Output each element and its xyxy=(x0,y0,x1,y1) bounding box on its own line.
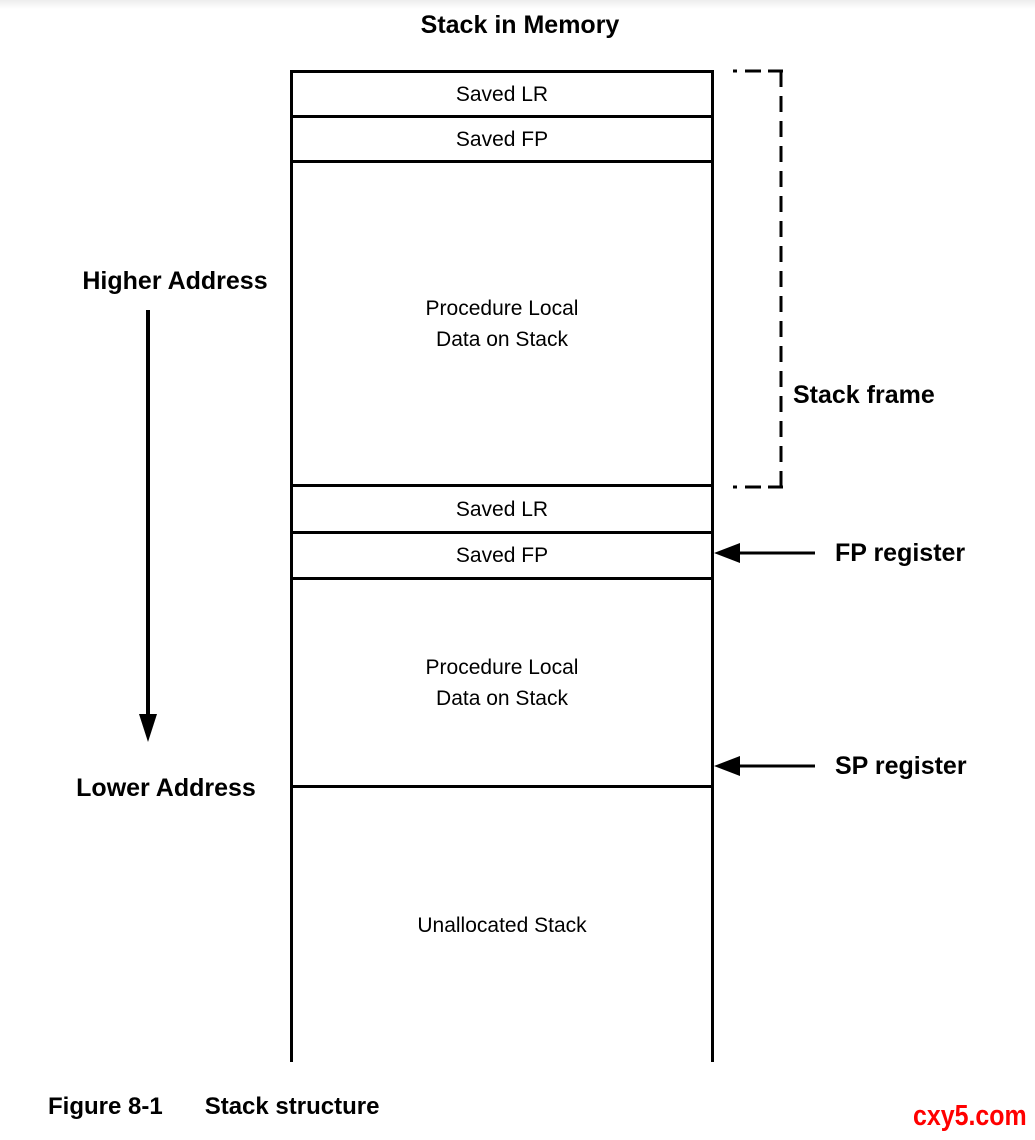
stack-row-local-data-outer: Procedure Local Data on Stack xyxy=(293,163,711,487)
higher-address-label: Higher Address xyxy=(82,267,268,295)
stack-row-unallocated: Unallocated Stack xyxy=(293,788,711,1062)
stack-row-saved-fp-current: Saved FP xyxy=(293,534,711,580)
watermark-text: cxy5.com xyxy=(913,1100,1027,1132)
diagram-title: Stack in Memory xyxy=(420,11,620,39)
sp-register-arrow xyxy=(714,756,815,776)
stack-row-label: Saved LR xyxy=(455,497,549,521)
stack-row-label: Unallocated Stack xyxy=(417,913,587,937)
fp-register-label: FP register xyxy=(835,539,966,567)
stack-row-label: Procedure Local Data on Stack xyxy=(425,655,579,710)
stack-row-local-data-current: Procedure Local Data on Stack xyxy=(293,580,711,788)
lower-address-label: Lower Address xyxy=(76,774,256,802)
stack-frame-label: Stack frame xyxy=(793,381,935,409)
stack-row-label: Saved FP xyxy=(455,544,549,567)
stack-row-saved-fp-outer: Saved FP xyxy=(293,118,711,163)
stack-memory-diagram: Saved LR Saved FP Procedure Local Data o… xyxy=(290,70,714,1062)
address-direction-arrow xyxy=(139,310,157,742)
stack-row-saved-lr-outer: Saved LR xyxy=(293,73,711,118)
stack-row-label: Saved LR xyxy=(455,82,549,106)
fp-register-arrow xyxy=(714,543,815,563)
figure-caption-number: Figure 8-1 xyxy=(48,1093,163,1120)
stack-frame-bracket xyxy=(733,69,783,489)
stack-row-label: Saved FP xyxy=(455,127,549,151)
stack-row-saved-lr-current: Saved LR xyxy=(293,487,711,534)
figure-caption: Figure 8-1 Stack structure xyxy=(48,1092,379,1122)
figure-caption-title: Stack structure xyxy=(204,1093,380,1120)
sp-register-label: SP register xyxy=(835,752,967,780)
stack-row-label: Procedure Local Data on Stack xyxy=(425,296,579,351)
